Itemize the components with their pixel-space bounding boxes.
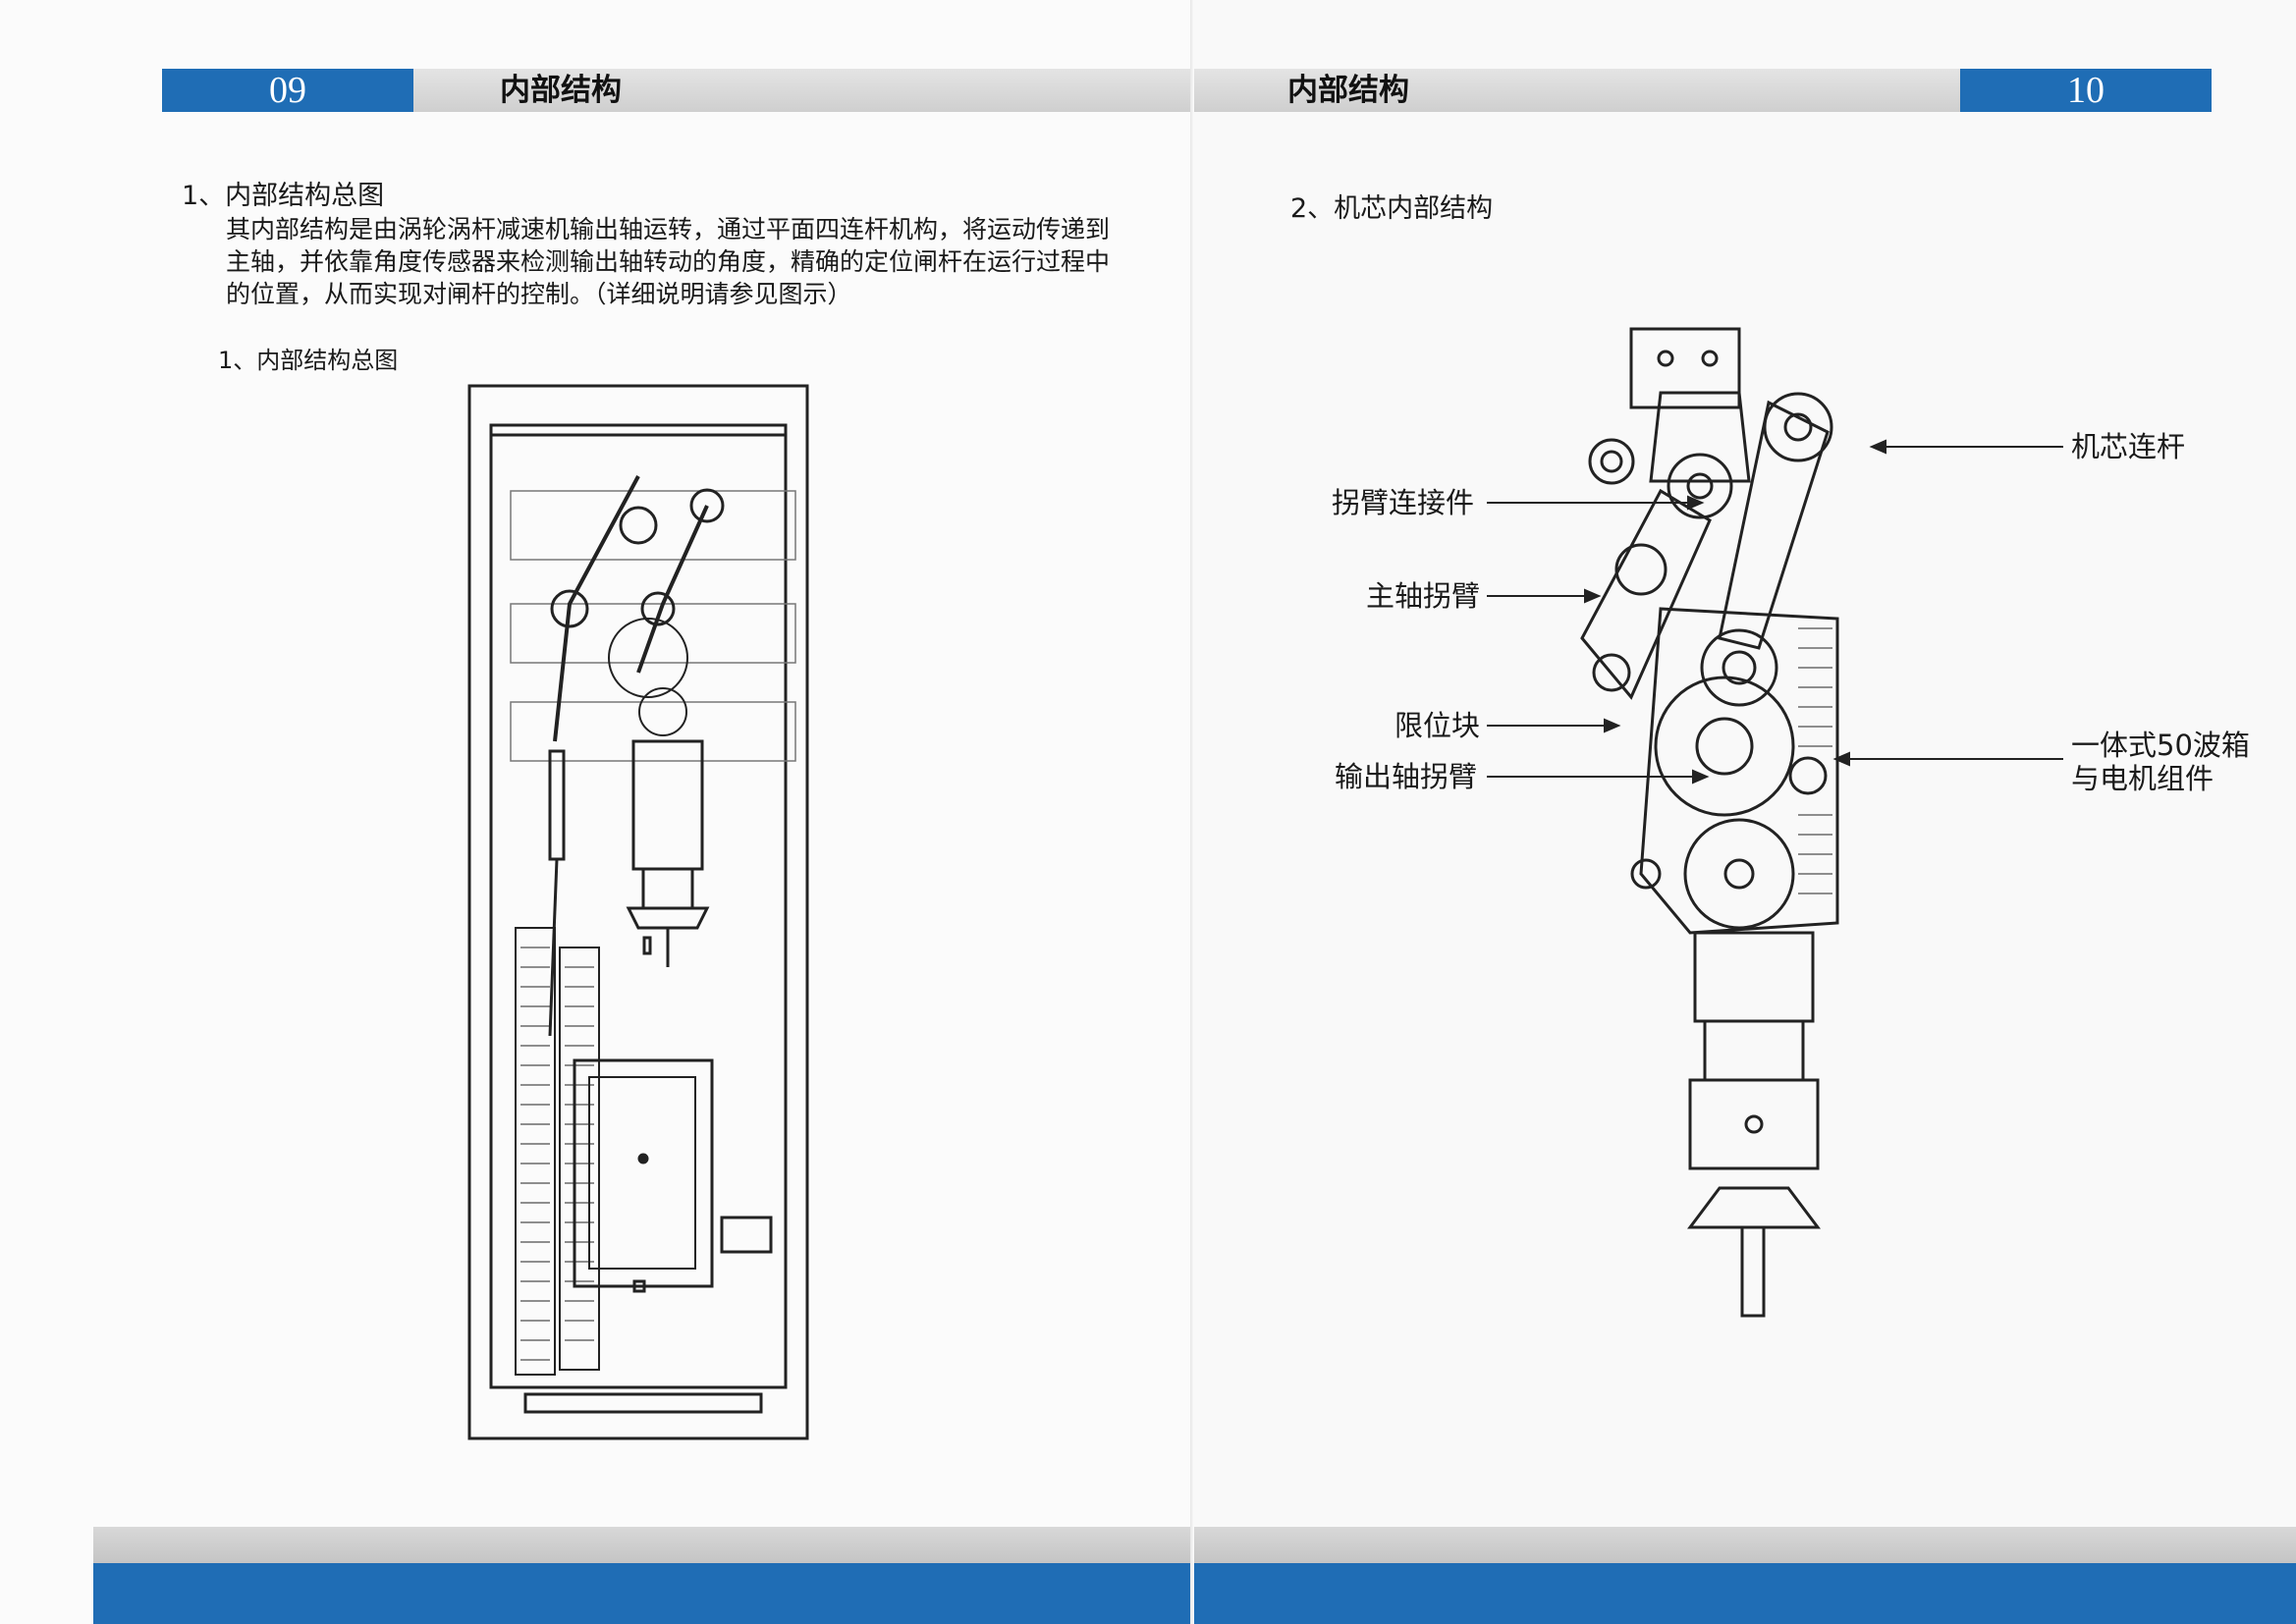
left-page: 09 内部结构 1、内部结构总图 其内部结构是由涡轮涡杆减速机输出轴运转，通过平…: [93, 69, 1194, 1624]
callout-gearbox-motor-assembly: 一体式50波箱 与电机组件: [2071, 729, 2250, 795]
header-band: [1194, 69, 1960, 112]
header-title: 内部结构: [500, 73, 622, 108]
page-number: 10: [1960, 69, 2212, 112]
section-heading: 1、内部结构总图: [182, 181, 385, 211]
right-page: 内部结构 10 2、机芯内部结构: [1194, 0, 2296, 1624]
callout-output-shaft-crank: 输出轴拐臂: [1335, 760, 1478, 793]
right-header-bar: 内部结构 10: [1194, 69, 2212, 112]
left-footer-band: [93, 1527, 1194, 1564]
header-title: 内部结构: [1287, 73, 1409, 108]
header-band: [413, 69, 1194, 112]
left-footer-bar: [93, 1563, 1194, 1624]
page-number: 09: [162, 69, 413, 112]
figure-caption: 1、内部结构总图: [218, 347, 399, 374]
callout-crank-connector: 拐臂连接件: [1332, 486, 1475, 519]
callout-limit-block: 限位块: [1394, 709, 1481, 742]
callout-core-linkage: 机芯连杆: [2071, 430, 2186, 463]
cabinet-internal-structure-drawing: [467, 384, 809, 1440]
left-header-bar: 09 内部结构: [162, 69, 1194, 112]
callout-main-shaft-crank: 主轴拐臂: [1366, 579, 1481, 613]
machine-core-drawing: [1580, 327, 1839, 1318]
intro-paragraph: 其内部结构是由涡轮涡杆减速机输出轴运转，通过平面四连杆机构，将运动传递到主轴，并…: [226, 215, 1111, 308]
callout-leader-lines: [1487, 439, 2063, 785]
right-footer-band: [1194, 1527, 2296, 1564]
section-heading: 2、机芯内部结构: [1290, 193, 1494, 224]
right-footer-bar: [1194, 1563, 2296, 1624]
